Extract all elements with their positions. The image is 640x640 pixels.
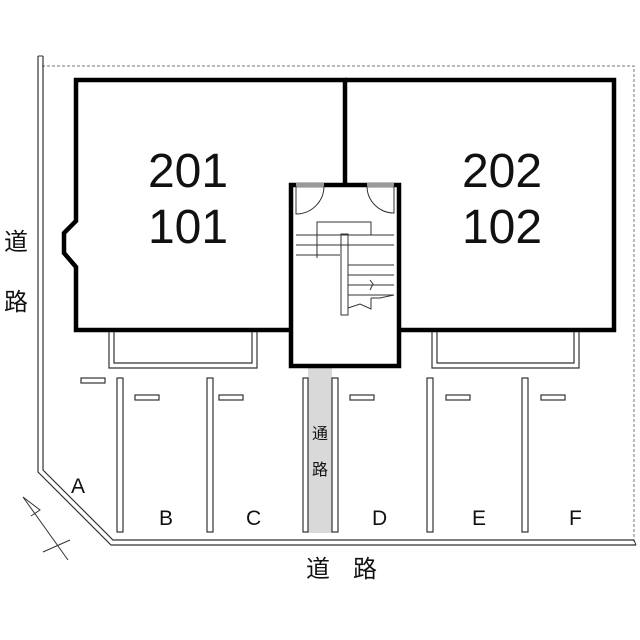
road-label-left-2: 路 xyxy=(4,288,28,316)
parking-slot-e: E xyxy=(472,507,487,530)
parking-slot-b: B xyxy=(159,507,174,530)
parking-dividers xyxy=(80,377,566,533)
building-walls xyxy=(61,77,617,369)
north-arrow-icon xyxy=(22,496,71,561)
parking-slot-a: A xyxy=(71,475,86,498)
parking-slot-f: F xyxy=(569,507,582,530)
road-label-bottom-1: 道 xyxy=(306,555,330,583)
unit-label-101: 101 xyxy=(147,201,229,254)
unit-label-202: 202 xyxy=(461,145,543,198)
road-label-left-1: 道 xyxy=(4,228,28,256)
passage-label-1: 通 xyxy=(312,424,329,443)
unit-label-201: 201 xyxy=(147,145,229,198)
property-boundary xyxy=(42,65,635,545)
passage-strip xyxy=(308,368,332,533)
road-label-bottom-2: 路 xyxy=(353,555,377,583)
parking-slot-c: C xyxy=(246,507,262,530)
unit-label-102: 102 xyxy=(461,201,543,254)
passage-label-2: 路 xyxy=(312,460,329,479)
parking-slot-d: D xyxy=(372,507,388,530)
